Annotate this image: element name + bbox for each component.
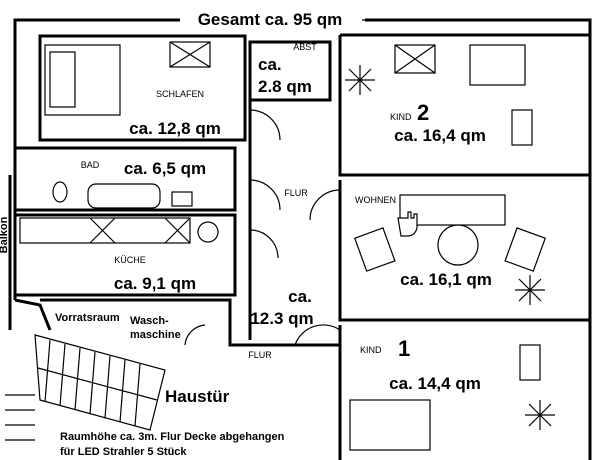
room-area-wohnen: ca. 16,1 qm — [400, 270, 492, 289]
room-label-bad: BAD — [81, 160, 100, 170]
room-label-kind1: KIND — [360, 345, 382, 355]
room-label-abst: ABST — [293, 42, 317, 52]
lamp-icon — [515, 275, 545, 305]
bed-icon — [349, 44, 526, 451]
room-label-flur: FLUR — [284, 188, 308, 198]
room-number-kind2: 2 — [417, 100, 429, 125]
room-area-kind1: ca. 14,4 qm — [389, 374, 481, 393]
walls — [8, 18, 592, 460]
bed-icon — [44, 44, 121, 116]
room-area-kueche: ca. 9,1 qm — [114, 274, 196, 293]
haustuer-label: Haustür — [165, 387, 230, 406]
kitchen-counter-icon — [19, 217, 219, 244]
room-area-abst-line1: ca. — [258, 55, 282, 74]
balkon-label: Balkon — [0, 216, 10, 253]
room-area-flur-line1: ca. — [288, 287, 312, 306]
door-swing-icon — [184, 109, 341, 346]
stairs-icon — [5, 334, 166, 441]
desk-icon — [511, 109, 541, 381]
room-area-bad: ca. 6,5 qm — [124, 159, 206, 178]
armchair-icon — [353, 227, 547, 272]
room-label-vorratsraum: Vorratsraum — [55, 312, 120, 324]
room-label-waschmaschine-1: Wasch- — [130, 315, 169, 327]
table-icon — [437, 224, 479, 266]
window-marker-icon — [394, 44, 436, 74]
room-area-flur-line2: 12.3 qm — [250, 309, 313, 328]
room-area-schlafen: ca. 12,8 qm — [129, 119, 221, 138]
window-marker-icon — [169, 41, 211, 68]
room-label-kind2: KIND — [390, 112, 412, 122]
room-number-kind1: 1 — [398, 336, 410, 361]
lamp-icon — [525, 400, 555, 430]
room-label-flur-2: FLUR — [248, 350, 272, 360]
room-label-kueche: KÜCHE — [114, 255, 146, 265]
note-line-1: Raumhöhe ca. 3m. Flur Decke abgehangen — [60, 431, 285, 443]
lamp-icon — [345, 65, 375, 95]
room-area-abst-line2: 2.8 qm — [258, 77, 312, 96]
sink-icon — [171, 191, 193, 207]
room-label-schlafen: SCHLAFEN — [156, 89, 204, 99]
bathtub-icon — [87, 183, 161, 209]
room-label-waschmaschine-2: maschine — [130, 329, 181, 341]
toilet-icon — [52, 181, 68, 203]
hand-cursor-icon — [397, 211, 418, 237]
total-area-title: Gesamt ca. 95 qm — [198, 10, 343, 29]
room-area-kind2: ca. 16,4 qm — [394, 126, 486, 145]
note-line-2: für LED Strahler 5 Stück — [60, 446, 187, 458]
room-label-wohnen: WOHNEN — [355, 195, 396, 205]
